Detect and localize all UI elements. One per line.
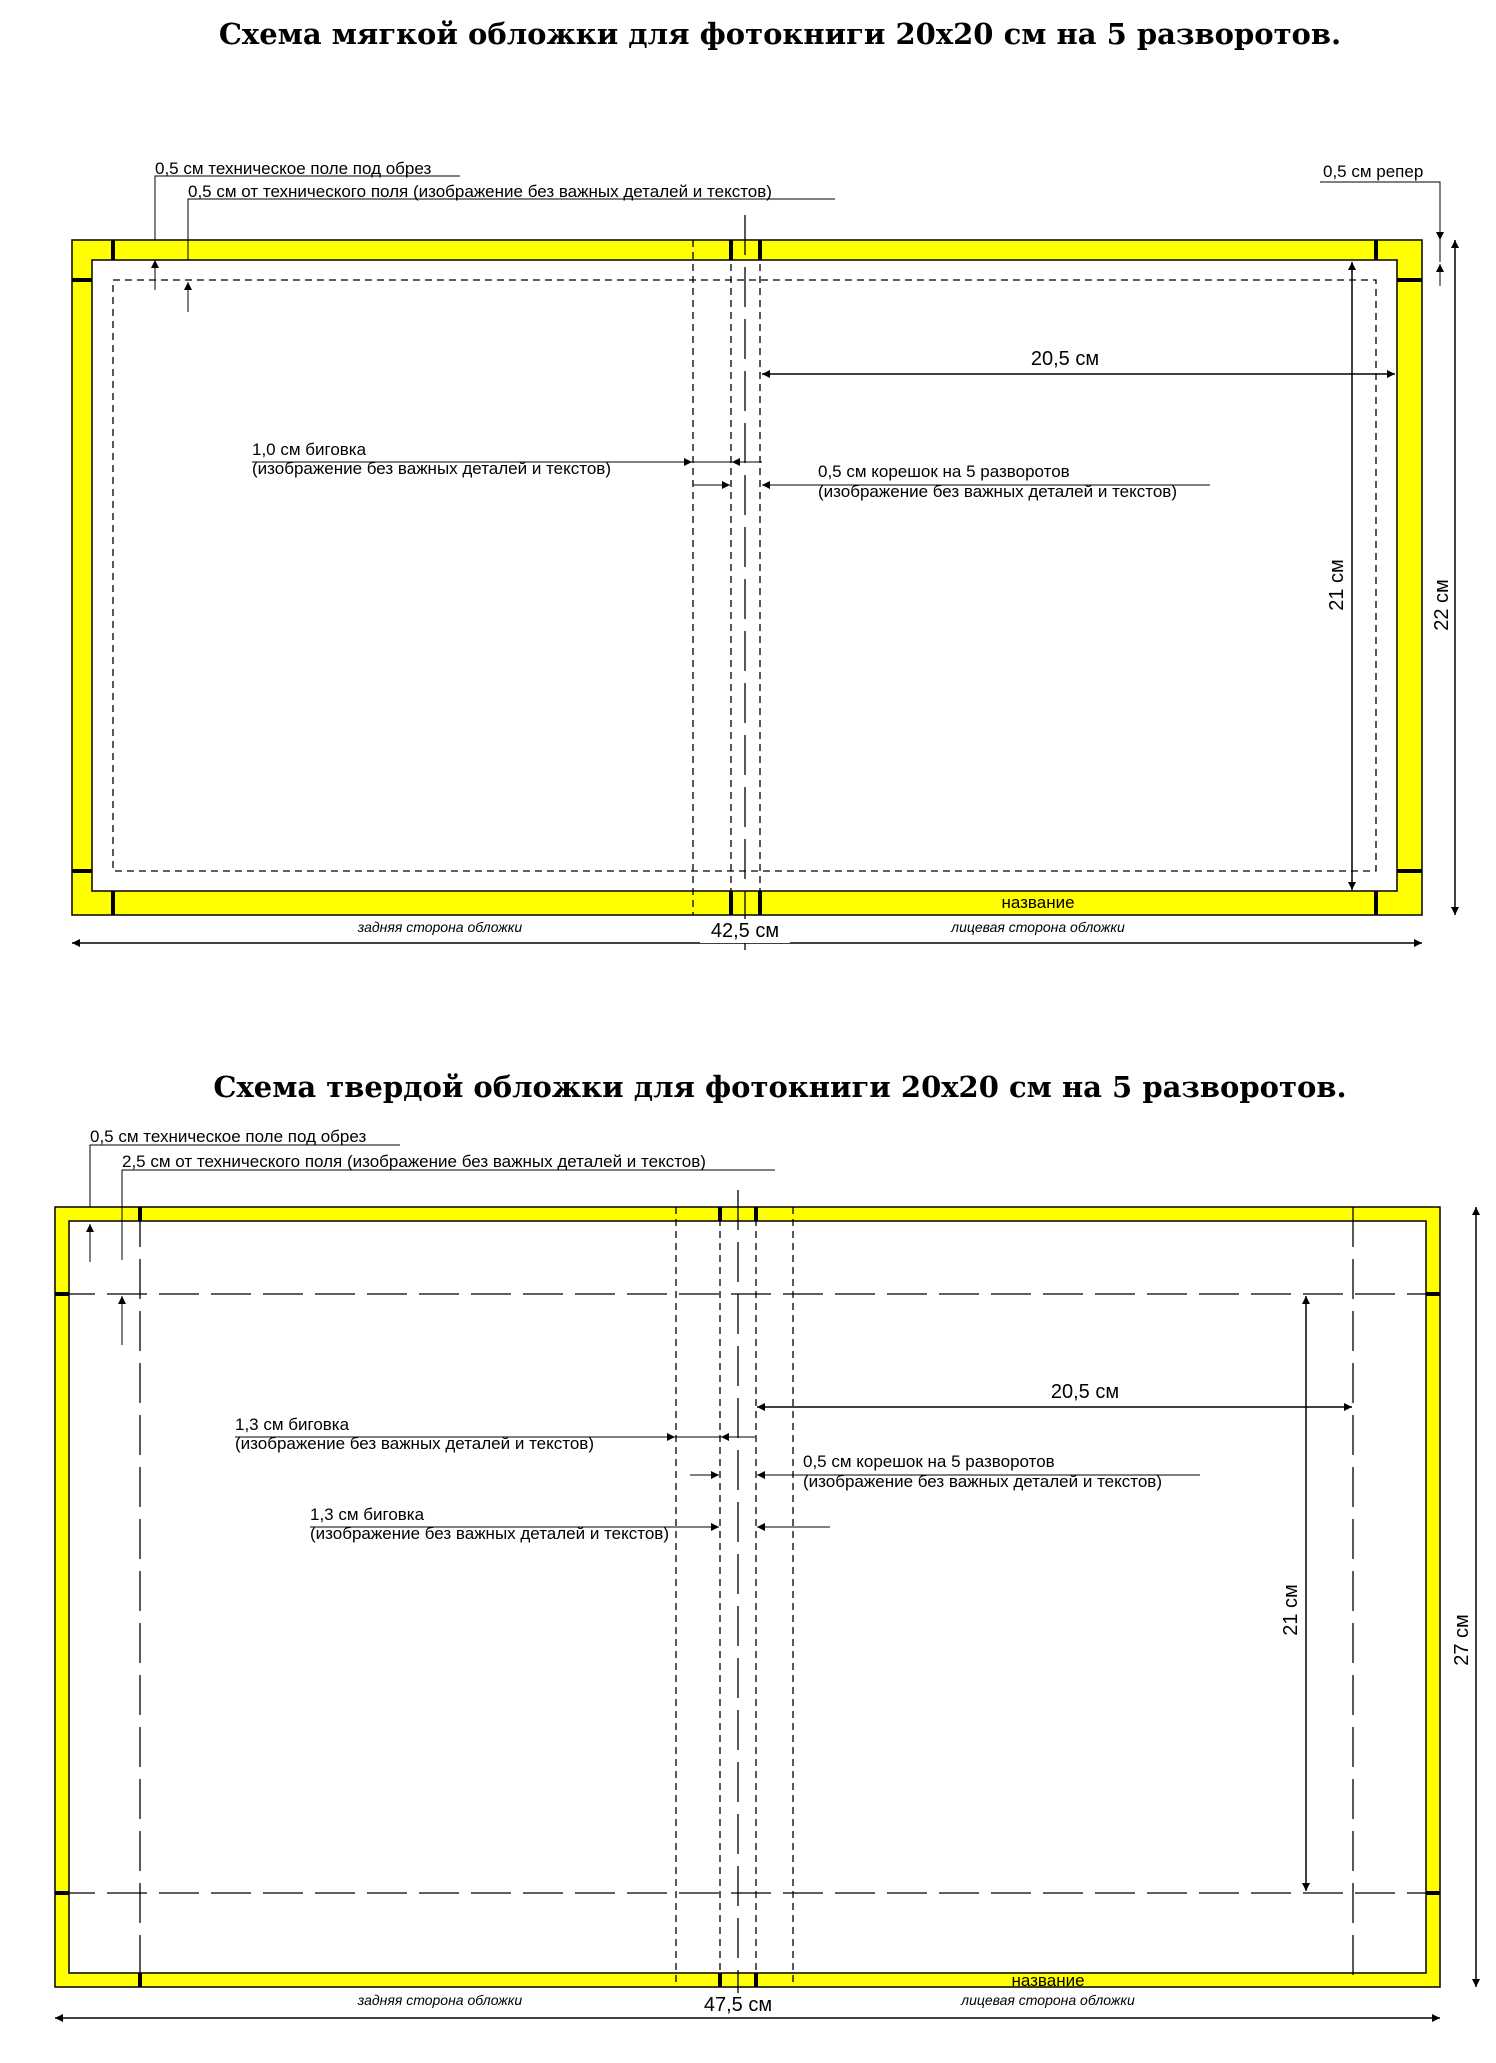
soft-fold-label-1: 1,0 см биговка bbox=[252, 440, 367, 459]
soft-inner-height-label: 21 см bbox=[1326, 559, 1348, 611]
hard-safe-label: 2,5 см от технического поля (изображение… bbox=[122, 1152, 706, 1171]
soft-safe-label: 0,5 см от технического поля (изображение… bbox=[188, 182, 772, 201]
hard-total-height-label: 27 см bbox=[1451, 1614, 1473, 1666]
hard-name-label: название bbox=[1011, 1971, 1084, 1990]
soft-spine-label-2: (изображение без важных деталей и тексто… bbox=[818, 482, 1177, 501]
hard-fold1-label-2: (изображение без важных деталей и тексто… bbox=[235, 1434, 594, 1453]
soft-cover-scheme: Схема мягкой обложки для фотокниги 20х20… bbox=[71, 17, 1459, 950]
hard-total-width-label: 47,5 см bbox=[704, 1994, 772, 2016]
soft-marker-label: 0,5 см репер bbox=[1323, 162, 1423, 181]
soft-name-label: название bbox=[1001, 893, 1074, 912]
hard-spine-label-1: 0,5 см корешок на 5 разворотов bbox=[803, 1452, 1055, 1471]
soft-front-label: лицевая сторона обложки bbox=[950, 919, 1125, 935]
soft-outer-trim bbox=[71, 239, 1423, 916]
hard-page-width-label: 20,5 см bbox=[1051, 1381, 1119, 1403]
soft-bleed-area bbox=[72, 240, 1422, 915]
hard-bleed-label: 0,5 см техническое поле под обрез bbox=[90, 1127, 366, 1146]
soft-back-label: задняя сторона обложки bbox=[357, 919, 523, 935]
soft-bleed-label: 0,5 см техническое поле под обрез bbox=[155, 159, 431, 178]
soft-total-width-label: 42,5 см bbox=[711, 920, 779, 942]
hard-inner-height-label: 21 см bbox=[1280, 1584, 1302, 1636]
hard-registration-marks bbox=[55, 1207, 1440, 1987]
hard-fold2-label-1: 1,3 см биговка bbox=[310, 1505, 425, 1524]
hard-spine-label-2: (изображение без важных деталей и тексто… bbox=[803, 1472, 1162, 1491]
soft-fold-label-2: (изображение без важных деталей и тексто… bbox=[252, 459, 611, 478]
hard-cover-scheme: Схема твердой обложки для фотокниги 20х2… bbox=[54, 1070, 1480, 2022]
soft-total-height-label: 22 см bbox=[1431, 579, 1453, 631]
soft-spine-label-1: 0,5 см корешок на 5 разворотов bbox=[818, 462, 1070, 481]
soft-safe-zone bbox=[112, 279, 1377, 872]
hard-fold2-label-2: (изображение без важных деталей и тексто… bbox=[310, 1524, 669, 1543]
hard-fold1-label-1: 1,3 см биговка bbox=[235, 1415, 350, 1434]
hard-bleed-area bbox=[55, 1207, 1440, 1987]
hard-cover-title: Схема твердой обложки для фотокниги 20х2… bbox=[213, 1070, 1346, 1104]
soft-registration-marks bbox=[72, 240, 1422, 915]
hard-outer-trim bbox=[54, 1206, 1441, 1988]
soft-page-width-label: 20,5 см bbox=[1031, 348, 1099, 370]
hard-back-label: задняя сторона обложки bbox=[357, 1992, 523, 2008]
soft-cover-title: Схема мягкой обложки для фотокниги 20х20… bbox=[219, 17, 1341, 51]
hard-inner-trim bbox=[68, 1220, 1427, 1974]
hard-front-label: лицевая сторона обложки bbox=[960, 1992, 1135, 2008]
